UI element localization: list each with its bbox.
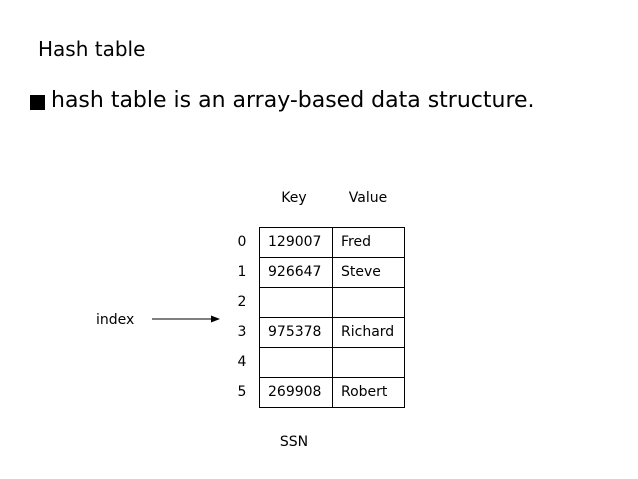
table-row — [260, 348, 405, 378]
value-cell — [333, 288, 405, 318]
key-cell — [260, 348, 333, 378]
table-row: 269908 Robert — [260, 378, 405, 408]
table-row: 975378 Richard — [260, 318, 405, 348]
bullet-item: hash table is an array-based data struct… — [30, 86, 535, 116]
key-cell: 926647 — [260, 258, 333, 288]
row-index: 2 — [237, 294, 247, 310]
table-row: 926647 Steve — [260, 258, 405, 288]
row-index: 4 — [237, 354, 247, 370]
row-index: 5 — [237, 384, 247, 400]
key-cell: 975378 — [260, 318, 333, 348]
value-cell: Fred — [333, 228, 405, 258]
table-row — [260, 288, 405, 318]
hash-table: 129007 Fred 926647 Steve 975378 Richard … — [259, 227, 405, 408]
value-column-header: Value — [348, 190, 388, 206]
key-cell — [260, 288, 333, 318]
key-cell: 269908 — [260, 378, 333, 408]
row-index: 3 — [237, 324, 247, 340]
key-caption: SSN — [279, 434, 309, 450]
value-cell — [333, 348, 405, 378]
index-arrow-icon — [152, 315, 220, 323]
square-bullet-icon — [30, 94, 45, 110]
index-label: index — [96, 312, 135, 328]
value-cell: Steve — [333, 258, 405, 288]
value-cell: Robert — [333, 378, 405, 408]
row-index: 1 — [237, 264, 247, 280]
key-cell: 129007 — [260, 228, 333, 258]
bullet-text: hash table is an array-based data struct… — [51, 88, 535, 113]
key-column-header: Key — [281, 190, 307, 206]
page-title: Hash table — [38, 37, 146, 61]
value-cell: Richard — [333, 318, 405, 348]
table-row: 129007 Fred — [260, 228, 405, 258]
row-index: 0 — [237, 234, 247, 250]
